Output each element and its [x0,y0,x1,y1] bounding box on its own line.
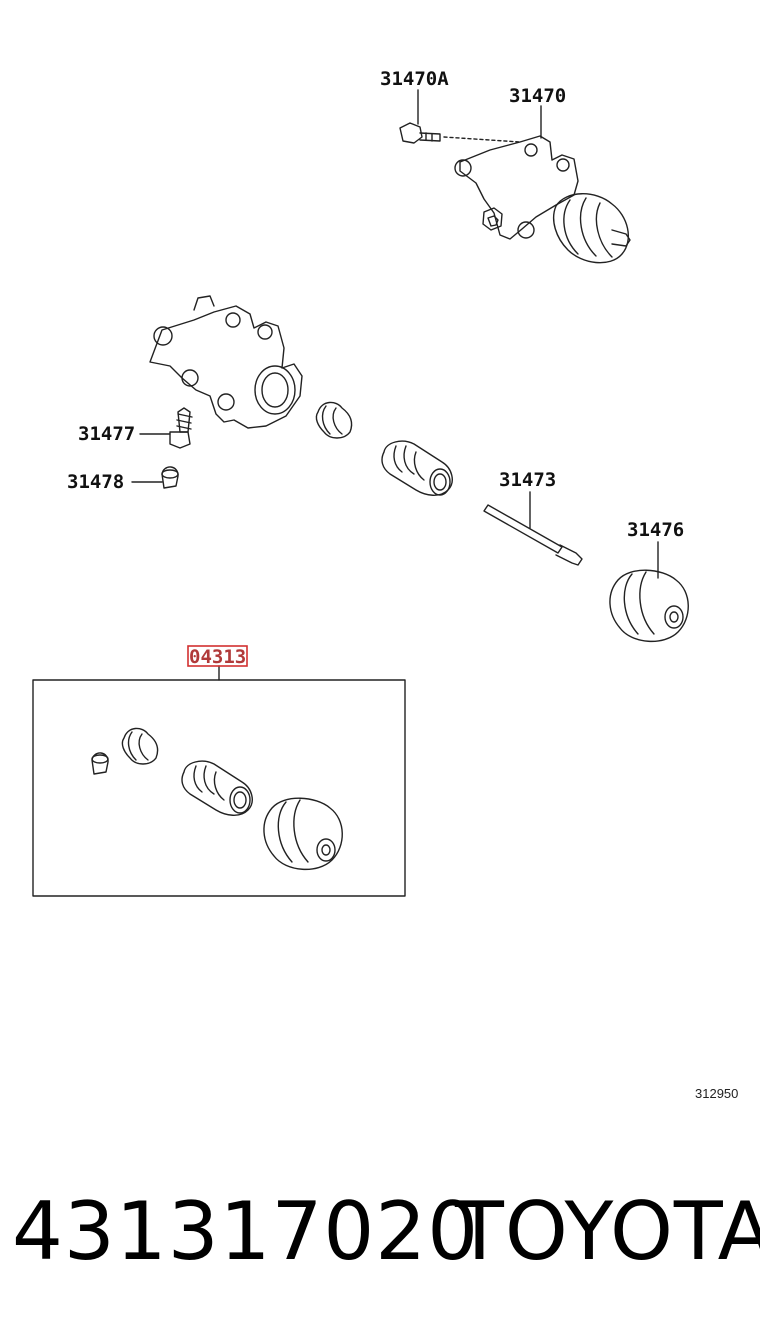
callout-31470[interactable]: 31470 [509,85,566,107]
slave-cylinder-assembly-drawing [399,89,631,264]
figure-number: 312950 [695,1086,738,1101]
callout-04313[interactable]: 04313 [189,646,246,668]
exploded-view-drawing [131,295,689,643]
callout-31478[interactable]: 31478 [67,471,124,493]
brand-name: TOYOTA [455,1185,760,1278]
callout-31477[interactable]: 31477 [78,423,135,445]
repair-kit-box [32,665,406,897]
callout-31476[interactable]: 31476 [627,519,684,541]
callout-31473[interactable]: 31473 [499,469,556,491]
callout-highlight-box [187,645,248,667]
callout-31470A[interactable]: 31470A [380,68,449,90]
footer-caption: 431317020 TOYOTA [0,1185,760,1278]
part-number: 431317020 [12,1185,480,1278]
